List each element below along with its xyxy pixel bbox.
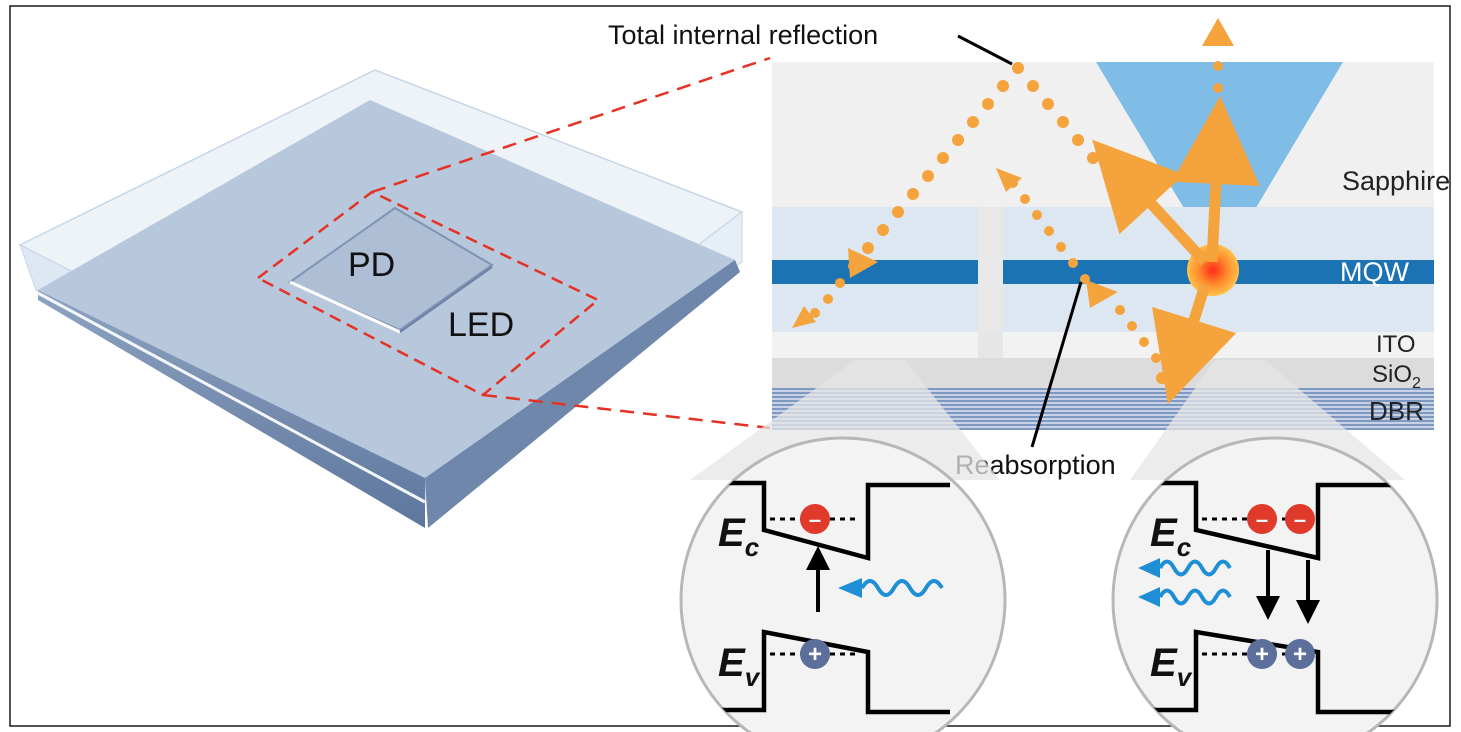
zoom-line-top — [371, 56, 771, 194]
photon-wave-right-2 — [1158, 588, 1232, 606]
hole-left-sign: + — [808, 641, 822, 668]
electron-right-1 — [1247, 504, 1277, 534]
band-diagram-emission: Ec Ev – – + + — [1111, 436, 1439, 732]
sio2-label: SiO2 — [1372, 361, 1421, 392]
zoom-line-bottom — [482, 393, 771, 430]
hole-right-1 — [1247, 639, 1277, 669]
tir-arrowhead-end — [792, 306, 816, 328]
ito-layer — [772, 332, 1434, 358]
ray-up — [1171, 96, 1260, 263]
photon-arrowhead-right-2 — [1138, 587, 1160, 607]
conduction-band-right — [1113, 480, 1400, 561]
electron-left — [800, 504, 830, 534]
ray-up-left — [1092, 139, 1210, 266]
mqw-layer-left — [772, 260, 978, 284]
tir-pointer — [957, 34, 1013, 66]
ec-label-right: Ec — [1150, 511, 1192, 562]
photon-wave-right-1 — [1158, 559, 1232, 577]
photon-arrowhead-left — [838, 578, 862, 598]
conduction-band-left — [681, 480, 950, 561]
electron-left-sign: – — [809, 507, 821, 532]
photon-arrowhead-right-1 — [1138, 558, 1160, 578]
tir-arrowhead-mid — [848, 248, 878, 278]
hole-right-2-sign: + — [1293, 641, 1307, 668]
led-region-outline — [255, 190, 601, 397]
hole-right-2 — [1285, 639, 1315, 669]
electron-right-1-sign: – — [1256, 507, 1268, 532]
band-diagram-absorption: Ec Ev – + — [679, 436, 1007, 732]
zoom-wedge-left — [690, 360, 1000, 480]
photon-wave-left — [860, 579, 944, 597]
pd-label: PD — [348, 246, 395, 284]
pd-edge-shadow — [399, 266, 493, 333]
ray-escape-dots — [1213, 61, 1223, 115]
ray-down-left — [1152, 283, 1237, 405]
edge-highlight — [35, 290, 426, 504]
reabsorption-arrowhead-mid — [1086, 280, 1118, 308]
mqw-label: MQW — [1340, 257, 1409, 287]
reabsorption-arrowhead-top — [996, 168, 1022, 192]
ito-label: ITO — [1376, 331, 1416, 358]
trench-ito — [978, 332, 1003, 358]
electron-right-2-sign: – — [1294, 507, 1306, 532]
ev-label-left: Ev — [718, 641, 761, 692]
sapphire-layer — [772, 62, 1434, 207]
chip-left-side — [38, 290, 425, 528]
dbr-label: DBR — [1369, 396, 1424, 426]
sapphire-label: Sapphire — [1342, 166, 1450, 196]
ray-escape-arrowhead — [1202, 18, 1234, 46]
hole-right-1-sign: + — [1255, 641, 1269, 668]
reabsorption-ray-path — [1008, 178, 1168, 384]
electron-right-2 — [1285, 504, 1315, 534]
tir-ray-path — [810, 62, 1099, 318]
tir-label: Total internal reflection — [608, 20, 878, 50]
ec-label-left: Ec — [718, 511, 760, 562]
pd-edge-highlight — [289, 280, 401, 334]
chip-right-side — [425, 260, 740, 528]
led-label: LED — [448, 306, 514, 344]
hole-left — [800, 639, 830, 669]
figure-frame — [9, 5, 1451, 727]
device-chip: PD LED — [18, 69, 744, 528]
ev-label-right: Ev — [1150, 641, 1193, 692]
reabsorption-pointer — [1030, 281, 1083, 448]
